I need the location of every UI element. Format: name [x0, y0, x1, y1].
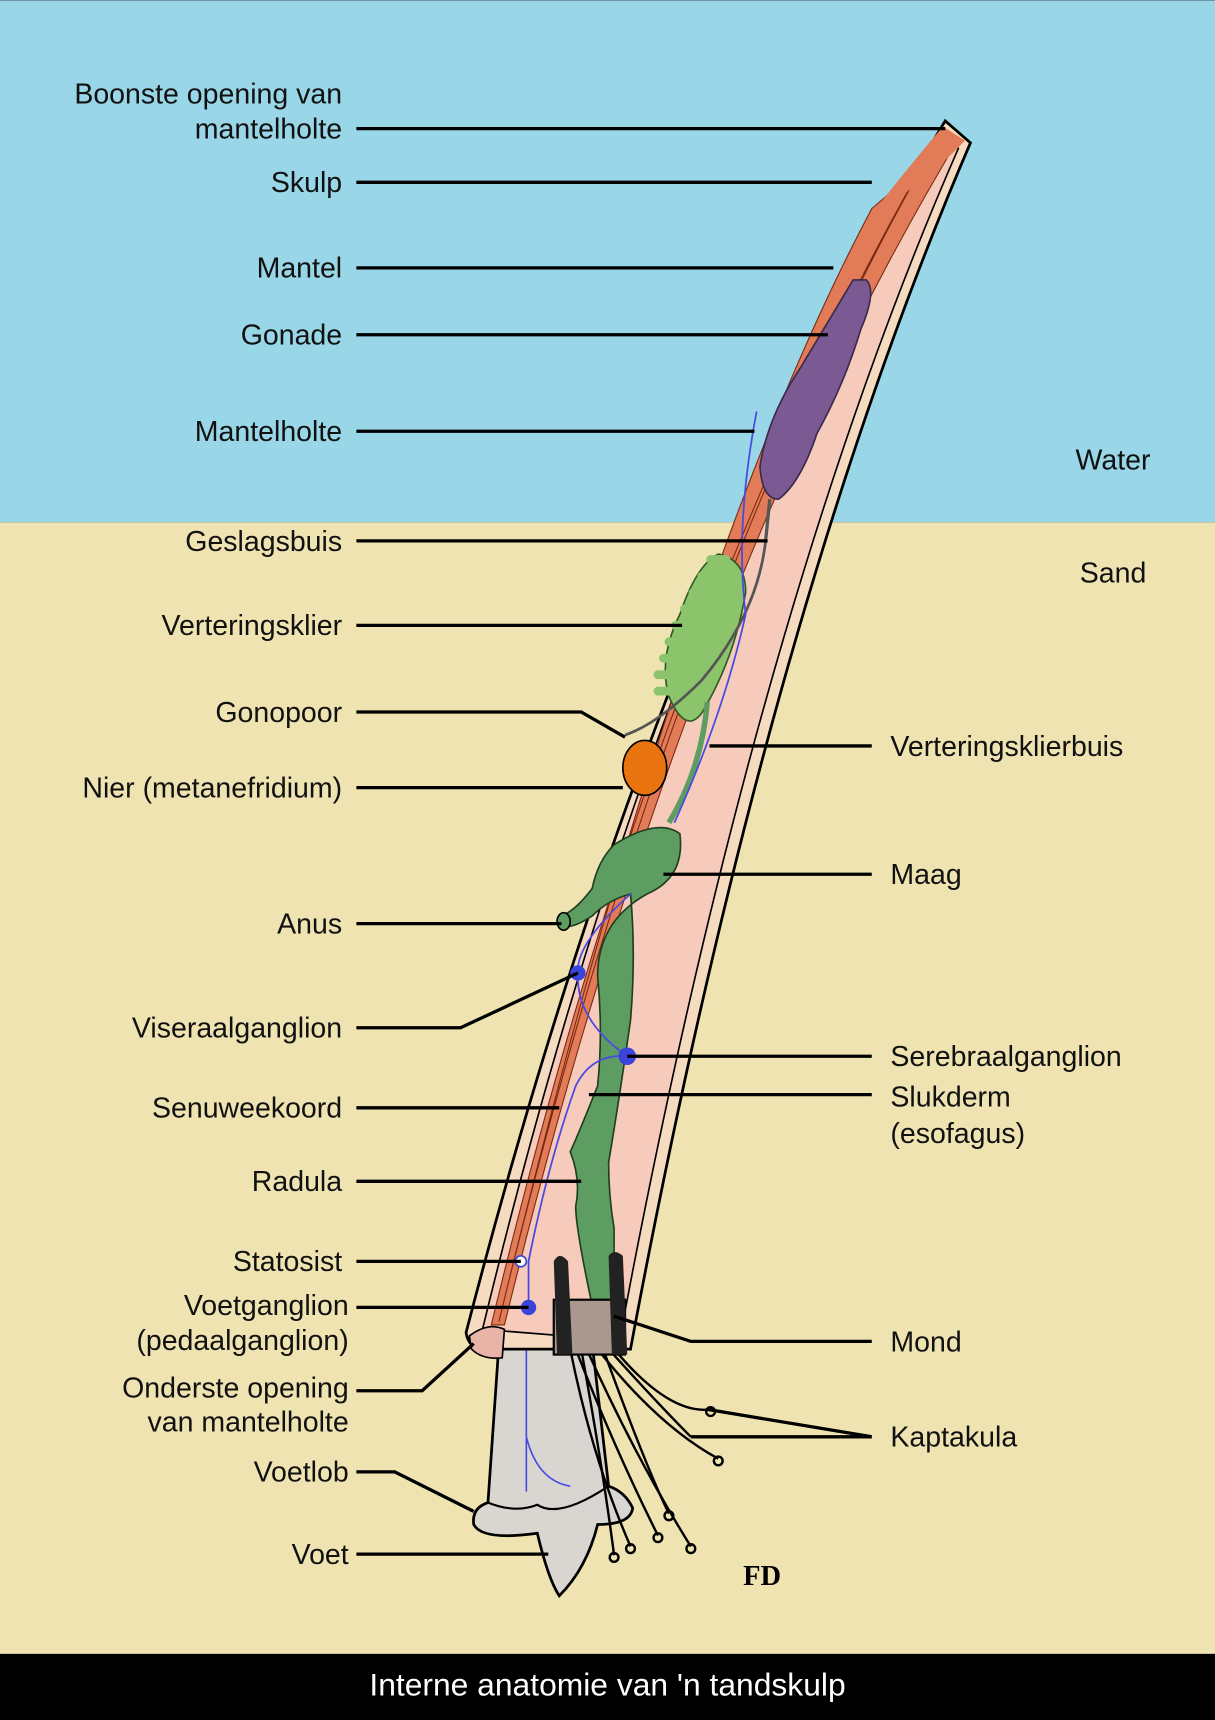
label-nerve-cord: Senuweekoord	[152, 1093, 342, 1125]
zone-label-water: Water	[1076, 445, 1151, 477]
label-digestive-gland-duct: Verteringsklierbuis	[890, 731, 1123, 763]
label-gonad: Gonade	[241, 320, 342, 352]
digestive-gland	[653, 553, 747, 825]
label-pedal-ganglion: Voetganglion	[184, 1290, 349, 1322]
label-lower-opening: Onderste opening	[122, 1372, 349, 1404]
label-captacula: Kaptakula	[890, 1422, 1017, 1454]
label-radula: Radula	[252, 1166, 342, 1198]
kidney	[622, 739, 668, 797]
label-lower-opening-2: van mantelholte	[147, 1406, 348, 1438]
label-mantle-cavity: Mantelholte	[195, 416, 342, 448]
label-mouth: Mond	[890, 1326, 961, 1358]
label-gonopore: Gonopoor	[215, 697, 342, 729]
zone-label-sand: Sand	[1080, 558, 1147, 590]
label-statocyst: Statosist	[233, 1246, 342, 1278]
diagram-caption: Interne anatomie van 'n tandskulp	[369, 1667, 845, 1703]
label-kidney: Nier (metanefridium)	[82, 772, 342, 804]
artist-signature: FD	[743, 1561, 781, 1592]
label-foot-lobe: Voetlob	[254, 1457, 349, 1489]
leader-lines	[356, 126, 946, 1556]
mouth	[552, 1252, 628, 1356]
label-digestive-gland: Verteringsklier	[162, 610, 343, 642]
label-genital-duct: Geslagsbuis	[185, 526, 342, 558]
water-region	[0, 0, 1215, 523]
genital-duct	[624, 542, 767, 737]
label-esophagus: Slukderm	[890, 1082, 1010, 1114]
caption-bar	[0, 1653, 1215, 1720]
anus	[556, 911, 572, 932]
label-cerebral-ganglion: Serebraalganglion	[890, 1041, 1121, 1073]
label-esophagus-2: (esofagus)	[890, 1118, 1025, 1150]
label-upper-opening-2: mantelholte	[195, 113, 342, 145]
label-stomach: Maag	[890, 859, 961, 891]
captacula	[569, 1348, 724, 1564]
label-foot: Voet	[292, 1539, 349, 1571]
label-pedal-ganglion-2: (pedaalganglion)	[136, 1325, 348, 1357]
gonad	[759, 279, 872, 544]
label-visceral-ganglion: Viseraalganglion	[132, 1013, 342, 1045]
label-shell: Skulp	[271, 167, 342, 199]
label-mantle: Mantel	[257, 253, 343, 285]
lower-mantle-opening	[468, 1325, 506, 1360]
label-anus: Anus	[277, 908, 342, 940]
label-upper-opening: Boonste opening van	[74, 78, 342, 110]
